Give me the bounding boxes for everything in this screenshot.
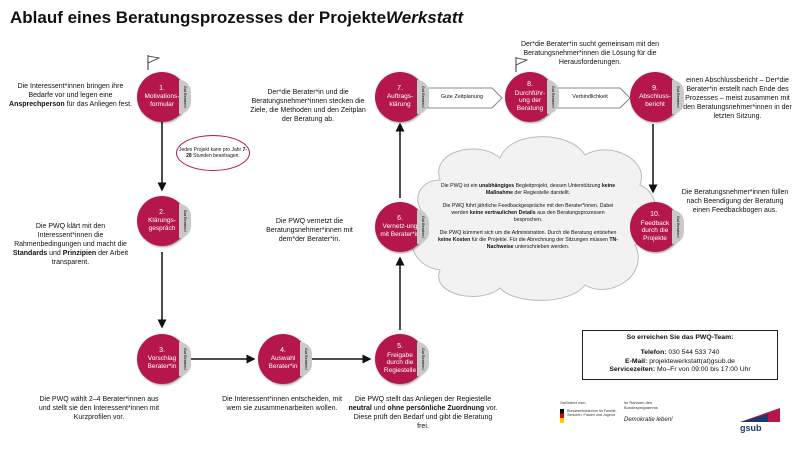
info-cloud-text: Die PWQ ist ein unabhängiges Begleitproj… [438, 183, 618, 257]
eagle-icon [560, 409, 565, 423]
gut-beraten-badge: Gut Beraten! [300, 342, 312, 376]
cloud-paragraph-1: Die PWQ ist ein unabhängiges Begleitproj… [440, 183, 616, 197]
program-logo: im Rahmen des Bundesprogramms Demokratie… [624, 400, 673, 423]
desc-step-9: einen Abschlussbericht – Der*die Berater… [683, 77, 792, 121]
desc-step-3: Die PWQ wählt 2–4 Berater*innen aus und … [38, 396, 160, 422]
ministry-logo: Gefördert vom Bundesministerium für Fami… [560, 400, 618, 423]
desc-step-4: Die Interessent*innen entscheiden, mit w… [222, 396, 342, 413]
gut-beraten-badge: Gut Beraten! [417, 210, 429, 244]
gsub-mark-icon [740, 408, 780, 422]
desc-step-2: Die PWQ klärt mit den Interessent*innen … [12, 223, 129, 267]
gut-beraten-badge: Gut Beraten! [547, 80, 559, 114]
connector-7-8-label: Gute Zeitplanung [440, 94, 484, 100]
hours-bubble: Jedes Projekt kann pro Jahr 7-28 Stunden… [176, 135, 250, 171]
desc-step-7: Der*die Berater*in und die Beratungsnehm… [250, 89, 366, 124]
page-title: Ablauf eines Beratungsprozesses der Proj… [10, 8, 464, 27]
gut-beraten-badge: Gut Beraten! [179, 342, 191, 376]
gut-beraten-badge: Gut Beraten! [179, 204, 191, 238]
desc-step-8: Der*die Berater*in sucht gemeinsam mit d… [520, 41, 660, 67]
contact-heading: So erreichen Sie das PWQ-Team: [626, 334, 734, 341]
desc-step-5: Die PWQ stellt das Anliegen der Regieste… [348, 396, 498, 431]
cloud-paragraph-3: Die PWQ kümmert sich um die Administrati… [438, 230, 618, 251]
contact-phone: Telefon: 030 544 533 740 [640, 349, 720, 357]
desc-step-6: Die PWQ vernetzt die Beratungsnehmer*inn… [266, 218, 353, 244]
contact-box: So erreichen Sie das PWQ-Team: Telefon: … [582, 330, 778, 380]
gsub-logo: gsub [740, 408, 790, 433]
info-cloud [411, 136, 657, 301]
gut-beraten-badge: Gut Beraten! [417, 80, 429, 114]
connector-8-9-label: Verbindlichkeit [572, 94, 608, 100]
flag-icon [147, 55, 161, 70]
desc-step-1: Die Interessent*innen bringen ihre Bedar… [9, 83, 132, 109]
contact-email[interactable]: E-Mail: projektewerkstatt(at)gsub.de [625, 357, 735, 365]
gut-beraten-badge: Gut Beraten! [672, 80, 684, 114]
gut-beraten-badge: Gut Beraten! [672, 210, 684, 244]
desc-step-10: Die Beratungsnehmer*innen füllen nach Be… [681, 189, 789, 215]
gut-beraten-badge: Gut Beraten! [417, 342, 429, 376]
cloud-paragraph-2: Die PWQ führt jährliche Feedbackgespräch… [442, 203, 614, 224]
gut-beraten-badge: Gut Beraten! [179, 80, 191, 114]
contact-hours: Servicezeiten: Mo–Fr von 09:00 bis 17:00… [609, 366, 751, 374]
flag-icon [515, 57, 529, 72]
